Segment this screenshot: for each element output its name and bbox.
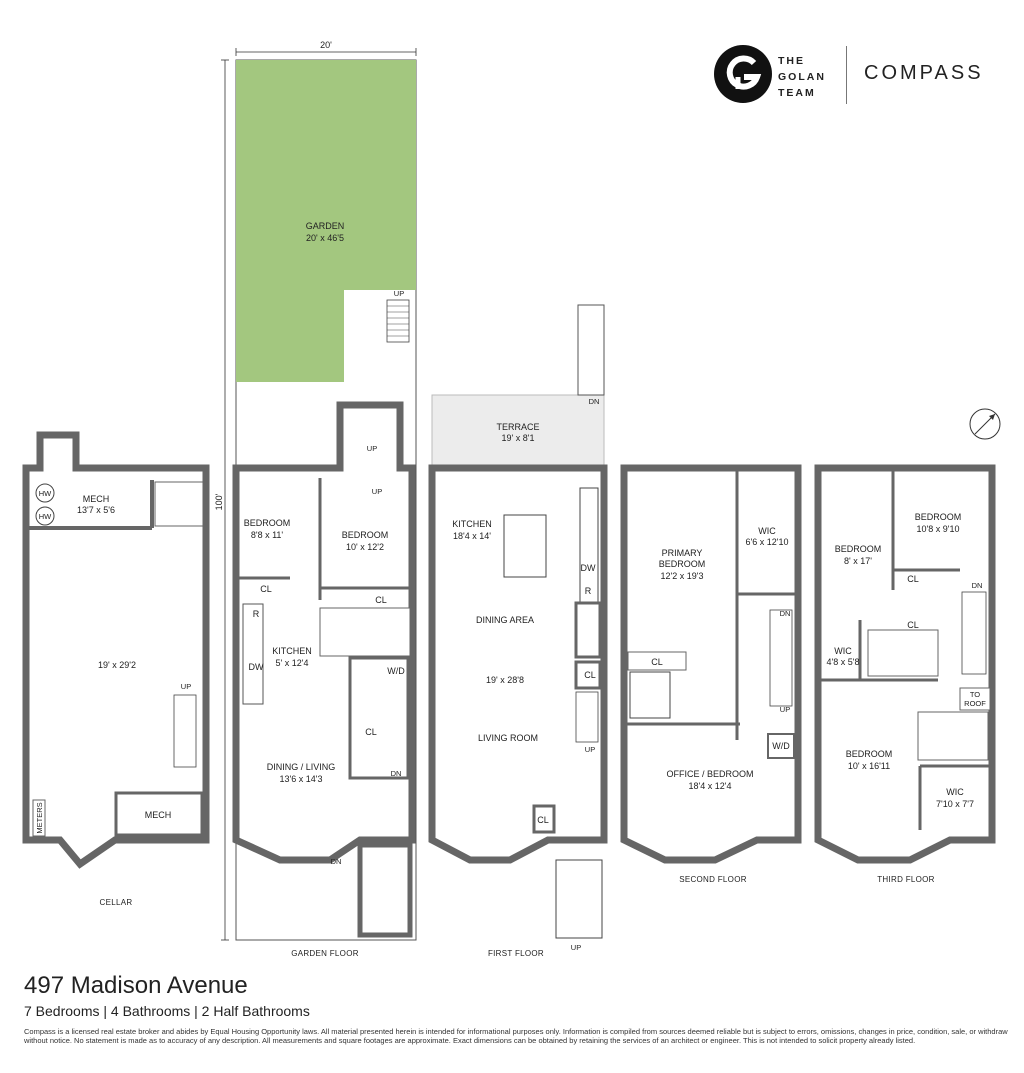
gf-cl2: CL	[375, 595, 387, 605]
legal-disclaimer: Compass is a licensed real estate broker…	[24, 1027, 1008, 1045]
cellar-mech2: MECH	[145, 810, 172, 820]
gf-kitchen-name: KITCHEN	[272, 646, 312, 656]
tf-wic2-size: 7'10 x 7'7	[936, 799, 974, 809]
gf-up1: UP	[367, 444, 377, 453]
garden-floor-plan: BEDROOM 8'8 x 11' BEDROOM 10' x 12'2 CL …	[232, 401, 416, 958]
tf-to-roof-2: ROOF	[964, 699, 986, 708]
brand-divider	[846, 46, 847, 104]
dimension-lines: 20' 100'	[214, 40, 417, 941]
tf-cl1: CL	[907, 574, 919, 584]
ff-up2: UP	[571, 943, 581, 952]
gf-kitchen-size: 5' x 12'4	[276, 658, 309, 668]
tf-floor-label: THIRD FLOOR	[877, 875, 935, 884]
tf-bed1-name: BEDROOM	[915, 512, 962, 522]
cellar-hw-1: HW	[39, 489, 52, 498]
gf-dining-size: 13'6 x 14'3	[280, 774, 323, 784]
tf-wic1-size: 4'8 x 5'8	[827, 657, 860, 667]
sf-up: UP	[780, 705, 790, 714]
property-address: 497 Madison Avenue	[24, 972, 248, 999]
gf-dn2: DN	[331, 857, 342, 866]
tf-bed1-size: 10'8 x 9'10	[917, 524, 960, 534]
ff-cl1: CL	[584, 670, 596, 680]
sf-primary-name-1: PRIMARY	[662, 548, 703, 558]
sf-floor-label: SECOND FLOOR	[679, 875, 747, 884]
third-floor-plan: BEDROOM 10'8 x 9'10 BEDROOM 8' x 17' CL …	[814, 408, 1001, 884]
ff-dn: DN	[589, 397, 600, 406]
gf-floor-label: GARDEN FLOOR	[291, 949, 359, 958]
ff-living-name: LIVING ROOM	[478, 733, 538, 743]
tf-bed2-size: 8' x 17'	[844, 556, 872, 566]
ff-terrace-size: 19' x 8'1	[502, 433, 535, 443]
cellar-main-size: 19' x 29'2	[98, 660, 136, 670]
ff-floor-label: FIRST FLOOR	[488, 949, 544, 958]
gf-bed1-size: 8'8 x 11'	[251, 530, 284, 540]
ff-main-size: 19' x 28'8	[486, 675, 524, 685]
second-floor-plan: PRIMARY BEDROOM 12'2 x 19'3 WIC 6'6 x 12…	[620, 464, 802, 884]
tf-wic1-name: WIC	[834, 646, 852, 656]
sf-office-name: OFFICE / BEDROOM	[666, 769, 753, 779]
gf-dw: DW	[249, 662, 264, 672]
sf-cl: CL	[651, 657, 663, 667]
cellar-mech-name: MECH	[83, 494, 110, 504]
north-compass-icon	[969, 408, 1001, 440]
team-line-1: THE	[778, 55, 805, 67]
ff-cl2: CL	[537, 815, 549, 825]
logo-mark-icon	[726, 55, 762, 90]
garden-name: GARDEN	[306, 221, 345, 231]
ff-kitchen-size: 18'4 x 14'	[453, 531, 491, 541]
garden-area: GARDEN 20' x 46'5 UP	[235, 59, 417, 941]
golan-team-logo-icon	[714, 45, 772, 103]
cellar-stair-up: UP	[181, 682, 191, 691]
sf-wic-size: 6'6 x 12'10	[746, 537, 789, 547]
tf-bed2-name: BEDROOM	[835, 544, 882, 554]
cellar-hw-2: HW	[39, 512, 52, 521]
tf-cl2: CL	[907, 620, 919, 630]
cellar-meters: METERS	[35, 802, 44, 833]
team-name: THE GOLAN TEAM	[778, 53, 826, 101]
team-line-2: GOLAN	[778, 71, 826, 83]
team-line-3: TEAM	[778, 87, 816, 99]
garden-stair: UP	[386, 289, 410, 343]
cellar-plan: HW HW MECH 13'7 x 5'6 19' x 29'2 UP MECH…	[22, 431, 210, 907]
first-floor-plan: DN TERRACE 19' x 8'1 KITCHEN 18'4 x 14' …	[428, 304, 608, 958]
ff-terrace-name: TERRACE	[496, 422, 539, 432]
sf-wd: W/D	[772, 741, 790, 751]
cellar-floor-label: CELLAR	[100, 898, 133, 907]
sf-primary-name-2: BEDROOM	[659, 559, 706, 569]
sf-office-size: 18'4 x 12'4	[689, 781, 732, 791]
tf-dn: DN	[972, 581, 983, 590]
ff-kitchen-name: KITCHEN	[452, 519, 492, 529]
sf-dn: DN	[780, 609, 791, 618]
tf-bed3-size: 10' x 16'11	[848, 761, 890, 771]
gf-dn1: DN	[391, 769, 402, 778]
garden-lawn	[236, 60, 416, 382]
compass-wordmark: COMPASS	[864, 62, 984, 84]
gf-dining-name: DINING / LIVING	[267, 762, 336, 772]
terrace-area	[431, 394, 605, 469]
gf-cl1: CL	[260, 584, 272, 594]
gf-r: R	[253, 609, 260, 619]
gf-cl3: CL	[365, 727, 377, 737]
gf-wd: W/D	[387, 666, 405, 676]
ff-dw: DW	[581, 563, 596, 573]
gf-bed1-name: BEDROOM	[244, 518, 291, 528]
gf-bed2-name: BEDROOM	[342, 530, 389, 540]
property-summary: 7 Bedrooms | 4 Bathrooms | 2 Half Bathro…	[24, 1003, 310, 1019]
garden-size: 20' x 46'5	[306, 233, 344, 243]
tf-wic2-name: WIC	[946, 787, 964, 797]
sf-primary-size: 12'2 x 19'3	[661, 571, 704, 581]
cellar-mech-size: 13'7 x 5'6	[77, 505, 115, 515]
garden-stair-up: UP	[394, 289, 404, 298]
gf-bed2-size: 10' x 12'2	[346, 542, 384, 552]
width-dimension: 20'	[320, 40, 332, 50]
depth-dimension: 100'	[214, 493, 224, 510]
gf-up2: UP	[372, 487, 382, 496]
tf-bed3-name: BEDROOM	[846, 749, 893, 759]
ff-r: R	[585, 586, 592, 596]
tf-to-roof-1: TO	[970, 690, 980, 699]
ff-up1: UP	[585, 745, 595, 754]
ff-dining-name: DINING AREA	[476, 615, 534, 625]
sf-wic-name: WIC	[758, 526, 776, 536]
